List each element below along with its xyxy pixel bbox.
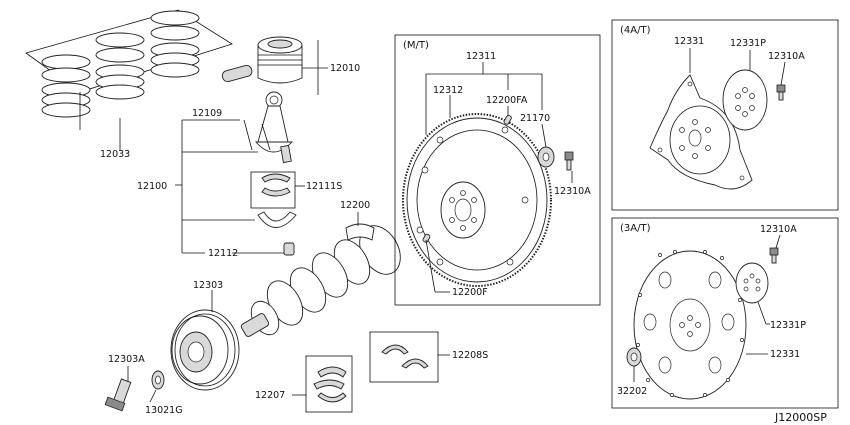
flywheel-bolt-mt[interactable] (564, 151, 574, 171)
label-32202: 32202 (617, 386, 647, 397)
label-12111S: 12111S (306, 181, 342, 192)
diagram-id: J12000SP (774, 411, 827, 424)
reinforcement-plate-3at[interactable] (735, 262, 769, 304)
piston-ring-set[interactable] (25, 9, 233, 150)
label-12312: 12312 (433, 85, 463, 96)
label-12207: 12207 (255, 390, 285, 401)
mt-box-label: (M/T) (403, 40, 429, 51)
label-12310A-4at: 12310A (768, 51, 805, 62)
crankshaft-pulley[interactable] (170, 309, 240, 391)
label-21170: 21170 (520, 113, 550, 124)
pilot-bearing[interactable] (537, 146, 555, 168)
label-13021G: 13021G (145, 405, 183, 416)
label-12331-3at: 12331 (770, 349, 800, 360)
at4-box (611, 19, 839, 211)
at3-box (611, 217, 839, 409)
drive-plate-bolt-3at[interactable] (769, 247, 779, 264)
label-12010: 12010 (330, 63, 360, 74)
label-12331P-3at: 12331P (770, 320, 806, 331)
at3-box-label: (3A/T) (620, 223, 651, 234)
label-12033: 12033 (100, 149, 130, 160)
label-12303A: 12303A (108, 354, 145, 365)
pulley-bolt[interactable] (104, 378, 132, 412)
reinforcement-plate-4at[interactable] (722, 69, 768, 131)
mt-box (394, 34, 601, 306)
label-12331-4at: 12331 (674, 36, 704, 47)
connecting-rod[interactable] (243, 91, 294, 164)
thrust-bearing-set[interactable] (369, 331, 439, 383)
conrod-cap[interactable] (257, 211, 297, 228)
drive-plate-3at[interactable] (633, 250, 747, 400)
dowel-pin-12200fa[interactable] (503, 114, 512, 125)
crankshaft[interactable] (240, 218, 408, 339)
crank-sprocket-washer[interactable] (151, 370, 165, 390)
label-12303: 12303 (193, 280, 223, 291)
at4-box-label: (4A/T) (620, 25, 651, 36)
label-12100: 12100 (137, 181, 167, 192)
label-12200F: 12200F (452, 287, 488, 298)
label-12200: 12200 (340, 200, 370, 211)
label-12112: 12112 (208, 248, 238, 259)
label-12109: 12109 (192, 108, 222, 119)
label-12310A-mt: 12310A (554, 186, 591, 197)
conrod-nut[interactable] (283, 242, 295, 256)
pilot-converter-32202[interactable] (626, 347, 642, 367)
label-12311: 12311 (466, 51, 496, 62)
drive-plate-4at[interactable] (649, 74, 753, 190)
label-12331P-4at: 12331P (730, 38, 766, 49)
piston[interactable] (221, 36, 303, 84)
label-12200FA: 12200FA (486, 95, 528, 106)
drive-plate-bolt-4at[interactable] (776, 84, 786, 101)
flywheel-mt[interactable] (402, 113, 552, 287)
conrod-bearing-set[interactable] (250, 171, 296, 209)
label-12208S: 12208S (452, 350, 488, 361)
label-12310A-3at: 12310A (760, 224, 797, 235)
main-bearing-set[interactable] (305, 355, 353, 413)
